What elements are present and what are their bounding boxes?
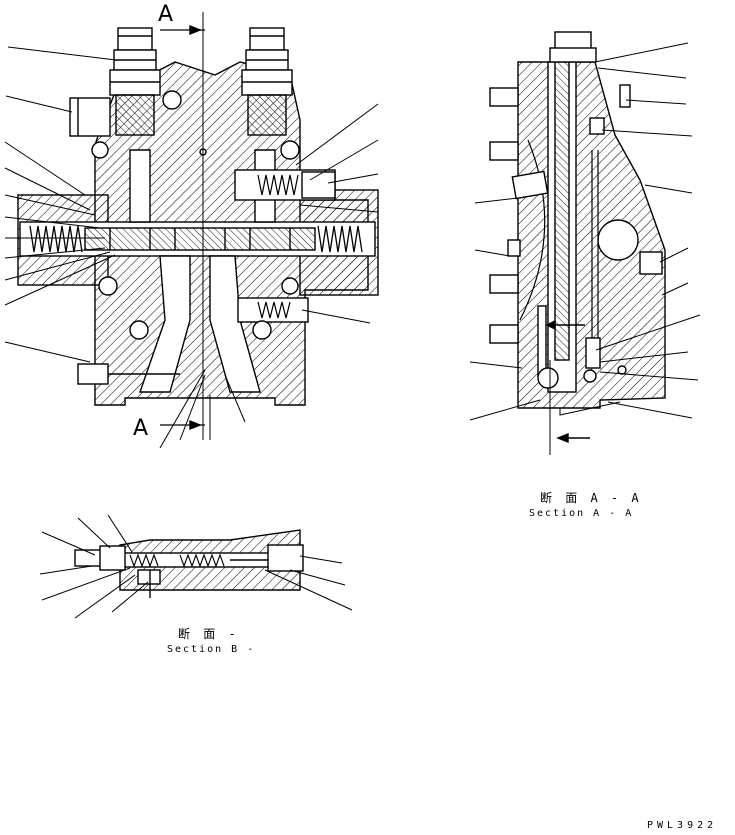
section-b-leader-lines [39, 514, 353, 619]
front-right-spring [317, 225, 363, 253]
section-aa-top-nut [554, 31, 592, 51]
section-aa-title-jp: 断 面 A - A [540, 491, 642, 505]
front-lower-passage-left [139, 255, 191, 393]
front-lower-passage-right [209, 255, 261, 393]
front-left-spring [29, 225, 83, 253]
drawing-code: PWL3922 [647, 820, 718, 831]
section-aa-view [489, 31, 666, 455]
section-b-view [74, 529, 304, 598]
front-spool [84, 227, 316, 251]
front-right-pilot-valve [241, 27, 293, 136]
front-view [17, 12, 379, 440]
section-b-title-jp: 断 面 - [178, 627, 239, 641]
front-left-plug [69, 97, 111, 137]
front-left-channel [129, 149, 151, 223]
front-left-pilot-valve [109, 27, 161, 136]
section-mark-a-top: A [158, 2, 174, 27]
front-relief-valve-lower [237, 297, 309, 323]
section-aa-title-en: Section A - A [529, 508, 634, 519]
section-aa-leader-lines [469, 42, 701, 421]
section-b-title-en: Section B - [167, 644, 256, 655]
front-bottom-bolt [77, 363, 109, 385]
front-leader-lines [4, 46, 379, 449]
section-mark-a-bottom: A [133, 416, 149, 441]
